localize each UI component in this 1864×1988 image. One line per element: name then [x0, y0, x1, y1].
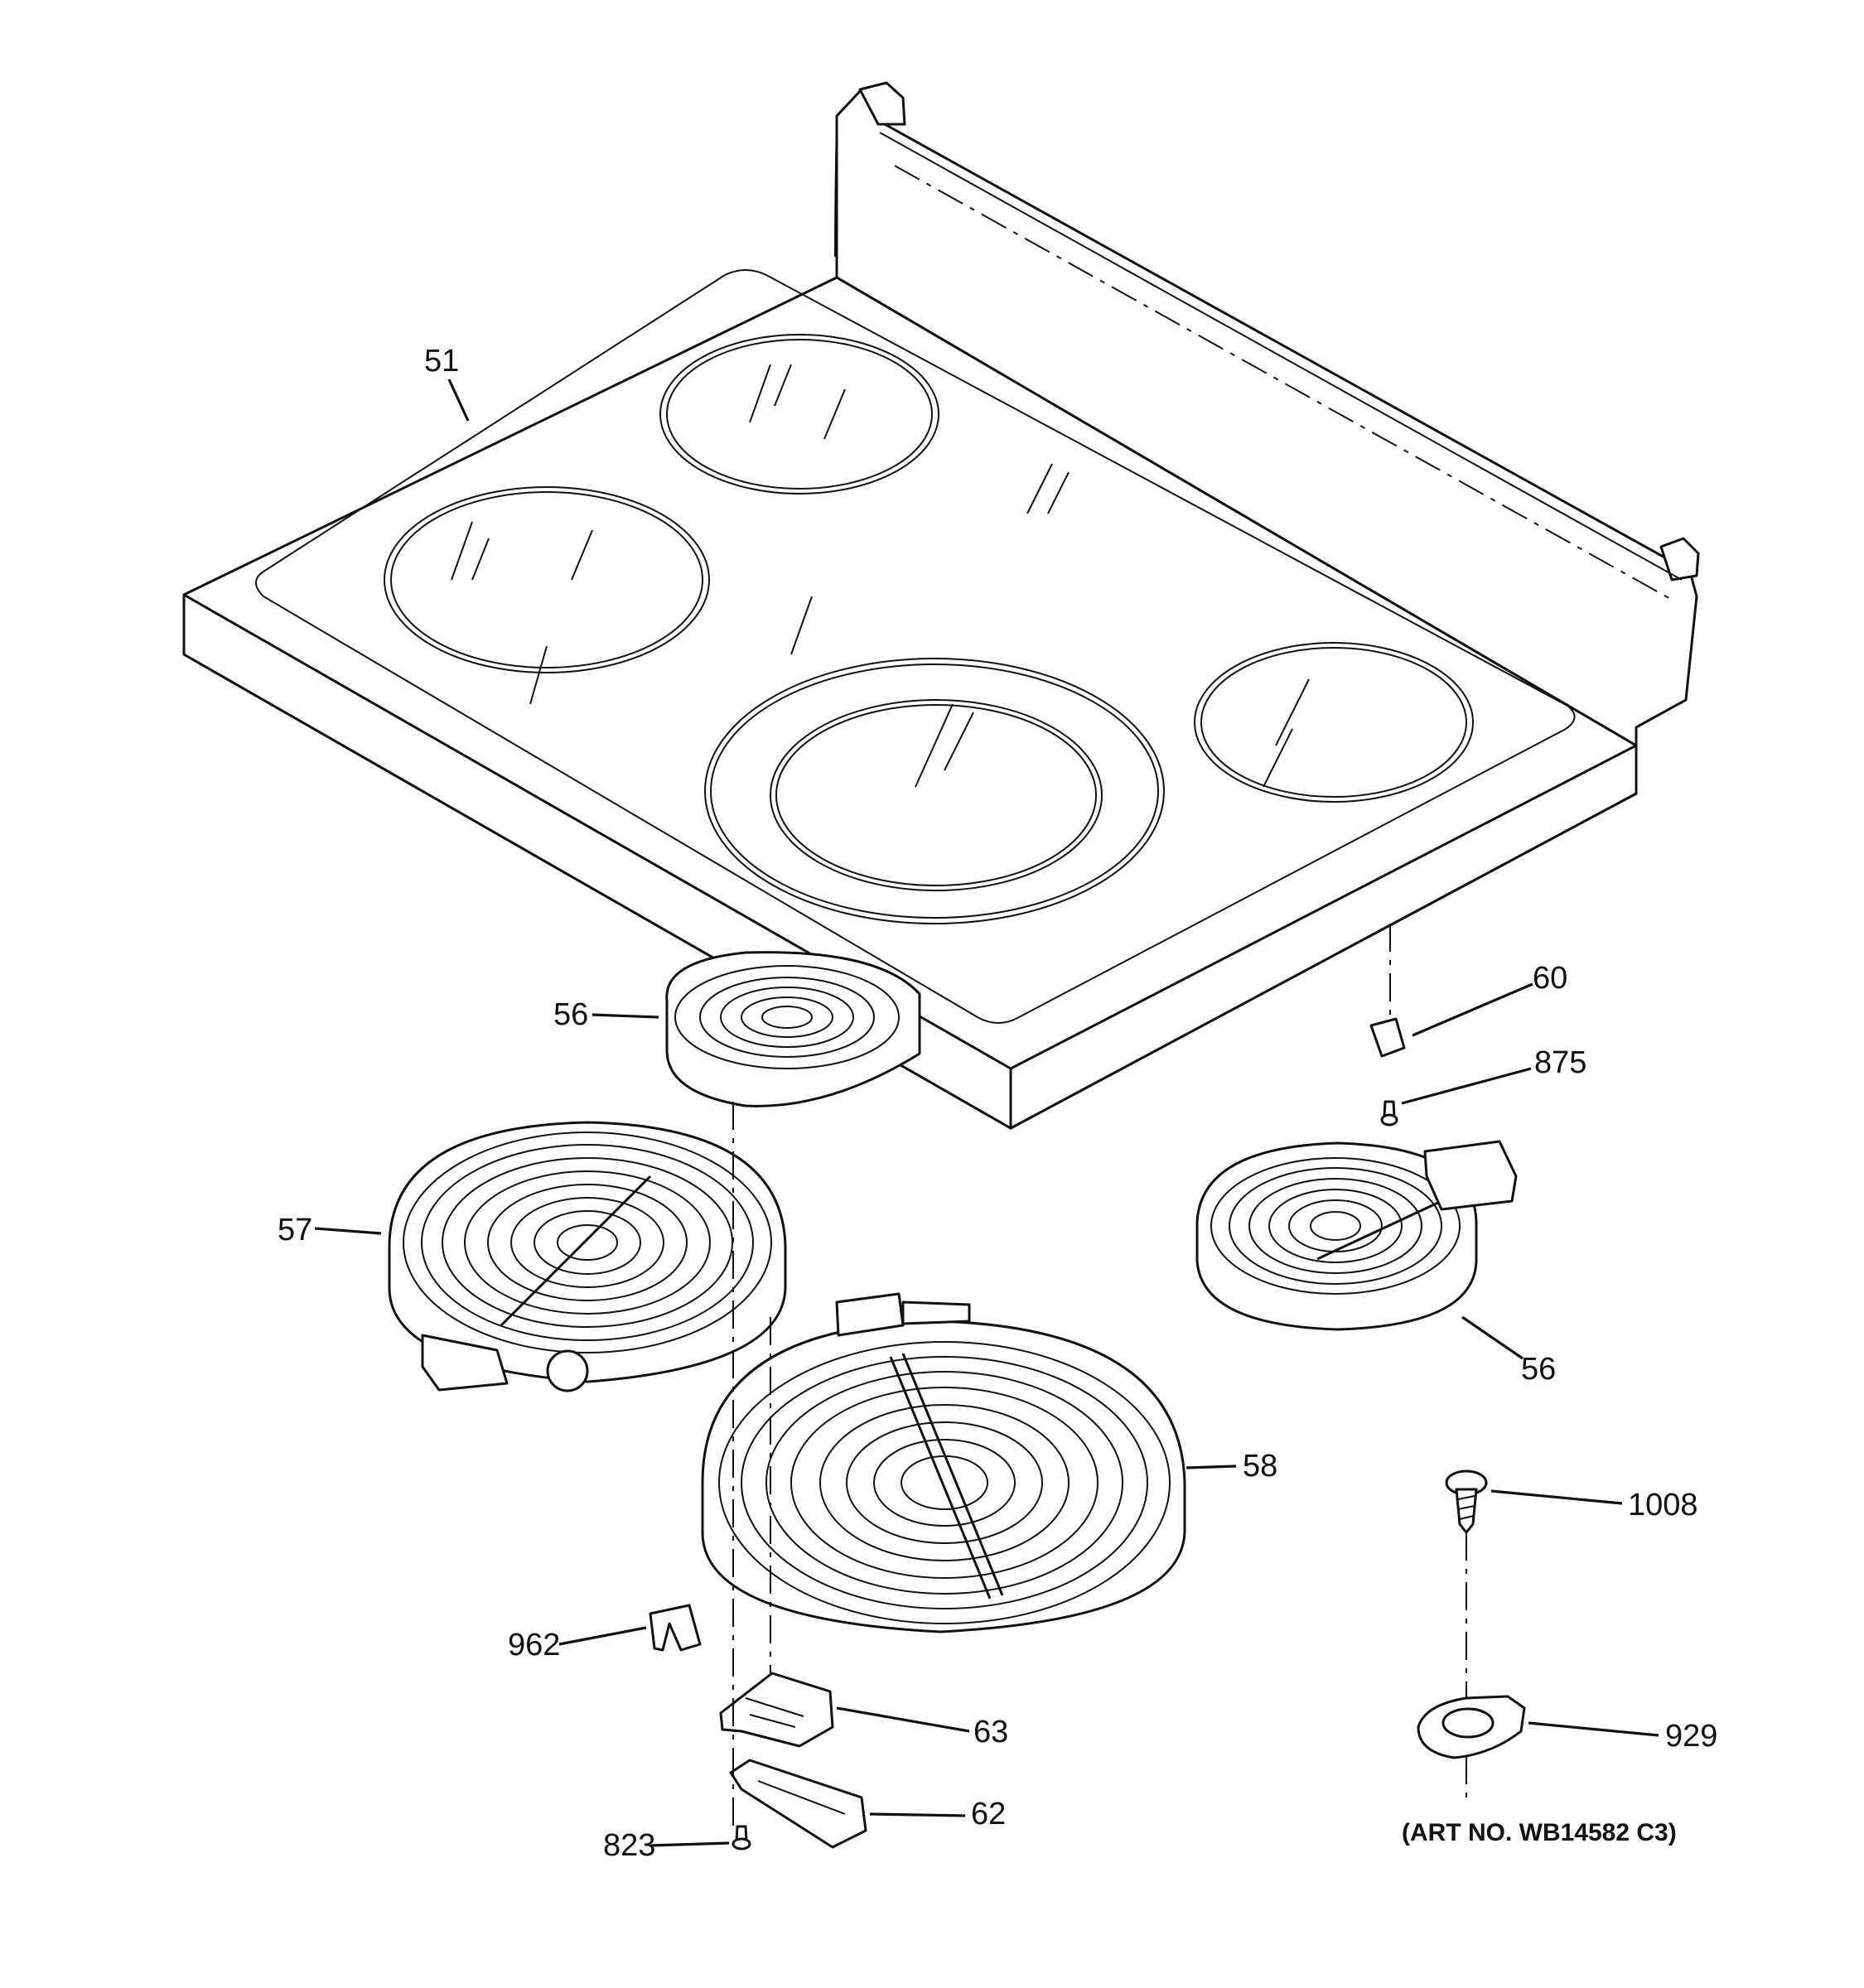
radiant-element-58 — [701, 1292, 1186, 1633]
screw-part-1008 — [1445, 1469, 1488, 1534]
callout-929: 929 — [1665, 1719, 1717, 1754]
callout-51: 51 — [424, 344, 459, 379]
callout-56-right: 56 — [1521, 1352, 1556, 1387]
callout-58: 58 — [1243, 1449, 1277, 1484]
radiant-element-56-right — [1195, 1140, 1518, 1331]
screw-part-823 — [732, 1825, 751, 1850]
leader-lines — [314, 379, 1659, 1847]
bracket-part-929 — [1417, 1695, 1526, 1759]
callout-875: 875 — [1534, 1045, 1586, 1080]
callout-1008: 1008 — [1628, 1488, 1698, 1522]
callout-56-upper: 56 — [553, 997, 588, 1032]
glass-burner-markings — [384, 334, 1474, 924]
radiant-element-57 — [388, 1121, 787, 1392]
clip-part-60 — [1369, 1017, 1406, 1058]
callout-62: 62 — [971, 1797, 1006, 1831]
cooktop-main-top — [182, 81, 1700, 1130]
callout-labels: 51 56 57 60 875 56 58 1008 962 63 929 62… — [278, 344, 1717, 1863]
assembly-centerlines — [732, 924, 1467, 1826]
callout-823: 823 — [603, 1828, 655, 1863]
screw-part-875 — [1380, 1100, 1398, 1127]
bracket-part-63 — [719, 1672, 834, 1748]
callout-962: 962 — [508, 1628, 560, 1662]
callout-60: 60 — [1533, 961, 1567, 996]
clip-part-962 — [649, 1604, 702, 1652]
radiant-element-56-upper — [665, 951, 921, 1107]
callout-63: 63 — [973, 1715, 1008, 1749]
bracket-part-62 — [729, 1759, 867, 1849]
callout-57: 57 — [278, 1213, 312, 1247]
art-number: (ART NO. WB14582 C3) — [1402, 1819, 1677, 1846]
